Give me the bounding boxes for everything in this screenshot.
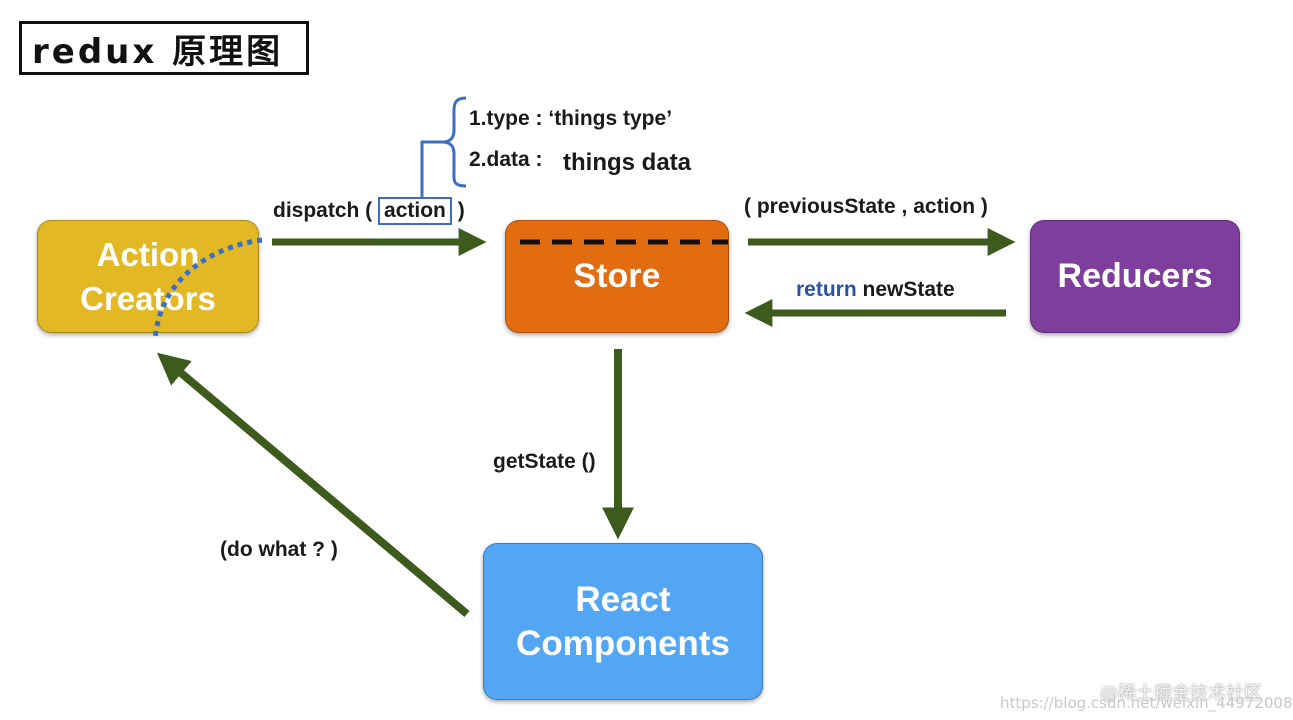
reducers-label: Reducers	[1057, 257, 1213, 295]
return-word: return	[796, 278, 857, 301]
action-field-data-key: 2.data :	[469, 148, 543, 171]
action-creators-line2: Creators	[80, 279, 216, 317]
action-field-type: 1.type : ‘things type’	[469, 107, 673, 130]
reducers-node: Reducers	[1030, 220, 1240, 333]
store-node: Store	[505, 220, 729, 333]
action-creators-dotted-arc	[152, 237, 263, 341]
dispatch-suffix: )	[457, 199, 465, 222]
dispatch-label: dispatch ( action )	[273, 197, 465, 225]
watermark-brand: @稀土掘金技术社区	[1100, 683, 1262, 704]
brace-connector	[420, 140, 442, 199]
react-components-node: React Components	[483, 543, 763, 700]
return-newstate-label: return newState	[796, 278, 955, 302]
action-field-data-value: things data	[563, 149, 692, 176]
react-components-line2: Components	[516, 623, 730, 663]
newstate-word: newState	[862, 278, 955, 301]
action-creators-node: Action Creators	[37, 220, 259, 333]
action-creators-line1: Action	[96, 235, 200, 273]
action-box: action	[378, 197, 452, 225]
dispatch-prefix: dispatch (	[273, 199, 373, 222]
previous-state-label: ( previousState , action )	[744, 195, 988, 218]
do-what-label: (do what ? )	[220, 538, 338, 561]
store-label: Store	[573, 257, 661, 295]
getstate-label: getState ()	[493, 450, 596, 473]
diagram-title: redux 原理图	[19, 21, 309, 75]
do-what-arrow	[156, 352, 470, 618]
watermark-url: https://blog.csdn.net/weixin_44972008	[1000, 694, 1293, 712]
react-components-line1: React	[575, 579, 671, 619]
